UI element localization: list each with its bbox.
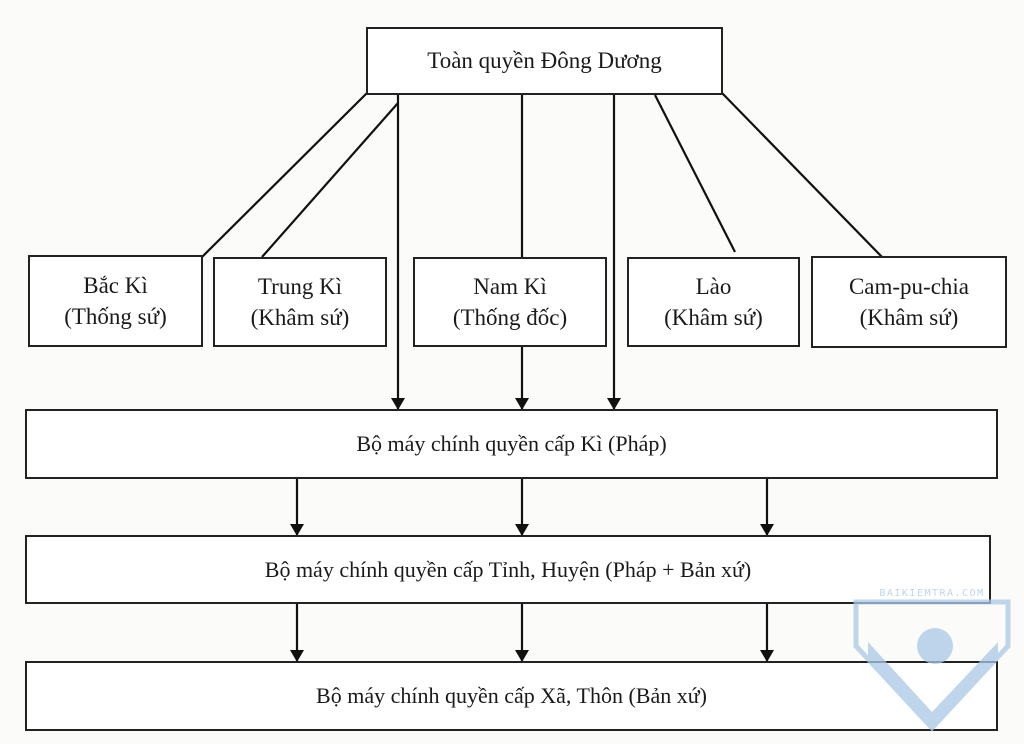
level-label: Bộ máy chính quyền cấp Xã, Thôn (Bản xứ) [316, 683, 707, 709]
region-name: Lào [695, 273, 732, 299]
connector-to-trung-ki [261, 102, 399, 258]
watermark-text: BAIKIEMTRA.COM [879, 588, 984, 599]
region-name: Cam-pu-chia [848, 273, 970, 299]
connector-to-bac-ki [201, 92, 368, 258]
level-box-xa-thon: Bộ máy chính quyền cấp Xã, Thôn (Bản xứ) [25, 661, 998, 731]
region-name: Trung Kì [257, 273, 343, 299]
region-role: (Khâm sứ) [859, 305, 959, 330]
watermark-logo: BAIKIEMTRA.COM [853, 588, 1011, 732]
region-name: Nam Kì [473, 273, 547, 299]
level-box-ki: Bộ máy chính quyền cấp Kì (Pháp) [25, 409, 998, 479]
level-label: Bộ máy chính quyền cấp Tỉnh, Huyện (Pháp… [264, 556, 752, 582]
region-box-lao: Lào (Khâm sứ) [627, 257, 800, 347]
connector-to-lao [654, 94, 736, 253]
region-role: (Khâm sứ) [664, 305, 763, 330]
connector-to-cam-pu-chia [721, 92, 883, 258]
region-role: (Khâm sứ) [250, 305, 350, 330]
region-role: (Thống đốc) [452, 305, 568, 330]
region-role: (Thống sứ) [64, 304, 167, 329]
level-label: Bộ máy chính quyền cấp Kì (Pháp) [356, 431, 667, 457]
top-box-label: Toàn quyền Đông Dương [427, 48, 662, 74]
level-box-tinh-huyen: Bộ máy chính quyền cấp Tỉnh, Huyện (Pháp… [25, 535, 991, 604]
region-box-nam-ki: Nam Kì (Thống đốc) [413, 257, 607, 347]
region-box-cam-pu-chia: Cam-pu-chia (Khâm sứ) [811, 256, 1007, 348]
top-box-governor-general: Toàn quyền Đông Dương [366, 27, 723, 95]
region-box-bac-ki: Bắc Kì (Thống sứ) [28, 255, 203, 347]
region-box-trung-ki: Trung Kì (Khâm sứ) [213, 257, 387, 347]
region-name: Bắc Kì [83, 272, 148, 298]
